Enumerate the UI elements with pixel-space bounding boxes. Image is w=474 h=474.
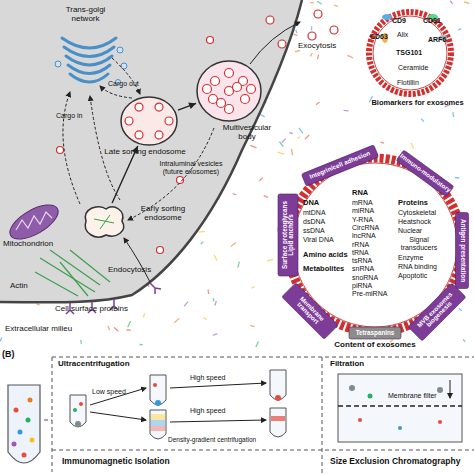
late-endosome: Late sorting endosome <box>120 96 178 146</box>
connector-line <box>112 146 138 203</box>
content-item: ARF6 <box>428 36 446 44</box>
annotation-label: Immunomagnetic Isolation <box>62 457 170 467</box>
content-item: tsRNA <box>352 257 372 265</box>
membrane-band: Tetraspanins <box>349 327 401 339</box>
annotation-label: Extracellular milieu <box>5 325 100 334</box>
content-item: CD63 <box>370 33 388 41</box>
content-item: snoRNA <box>352 274 378 282</box>
annotation-label: Intraluminal vesicles (future exosomes) <box>150 160 232 176</box>
annotation-label: High speed <box>190 407 225 415</box>
arrow-head <box>188 103 196 110</box>
content-item: Alix <box>397 31 408 39</box>
filtration-vessel <box>338 374 462 442</box>
centrifuge-tubes <box>70 370 286 439</box>
annotation-label: Cell surface proteins <box>55 305 150 314</box>
content-item: rRNA <box>352 241 369 249</box>
arrow-head <box>132 146 138 154</box>
content-item: Proteins <box>398 199 428 207</box>
content-item: DNA <box>303 199 319 207</box>
annotation-label: Density-gradient centrifugation <box>168 436 318 443</box>
annotation-label: Mitochondrion <box>3 240 65 249</box>
plasma-membrane <box>0 0 302 302</box>
node-heading: Late sorting endosome <box>95 148 195 157</box>
content-item: CircRNA <box>352 224 379 232</box>
band-label: Antigen presentation <box>456 212 469 288</box>
content-item: TSG101 <box>396 49 422 57</box>
multivesicular-body: Multivesicular body <box>196 60 262 122</box>
membrane-band: Surface proteoglycans Lipid anchors <box>278 194 298 276</box>
content-item: Amino acids <box>303 251 348 259</box>
annotation-label: Trans-golgi network <box>58 6 113 24</box>
annotation-label: Actin <box>10 282 40 291</box>
annotation-label: Ultracentrifugation <box>58 360 153 369</box>
content-item: Signal transducers <box>398 236 440 252</box>
trafficking-arrows <box>63 22 300 282</box>
node-heading: Early sorting endosome <box>132 205 194 223</box>
trafficking-arrow <box>112 146 138 203</box>
content-item: Apoptotic <box>398 272 427 280</box>
exosome-content-circle: Content of exosomesDNAmtDNAdsDNAssDNAVir… <box>283 153 467 337</box>
node-outline <box>80 203 128 239</box>
annotation-label: Cargo in <box>56 112 92 120</box>
content-item: CD81 <box>423 17 441 25</box>
annotation-label: High speed <box>190 374 225 382</box>
node-heading: Biomarkers for exosomes <box>370 99 465 107</box>
node-outline <box>196 60 262 122</box>
annotation-label: Cargo out <box>108 80 148 88</box>
content-item: Cytoskeletal <box>398 209 436 217</box>
actin-filaments <box>35 250 110 296</box>
annotation-label: Size Exclusion Chromatography <box>330 457 460 467</box>
exosome-biomarker-circle: Biomarkers for exosomesCD9CD81CD63AlixAR… <box>365 8 455 98</box>
content-item: lncRNA <box>352 232 376 240</box>
golgi-vesicles <box>55 47 127 85</box>
extracellular-particles <box>0 1 469 348</box>
band-label: Surface proteoglycans Lipid anchors <box>278 194 298 276</box>
content-item: RNA binding <box>398 263 437 271</box>
content-item: mtDNA <box>303 209 326 217</box>
panel-b-background <box>0 347 474 474</box>
panel-dividers <box>44 357 474 474</box>
content-item: Metabolites <box>303 265 344 273</box>
membrane-band: Antigen presentation <box>456 212 469 288</box>
content-item: Y-RNA <box>352 216 373 224</box>
band-label: Tetraspanins <box>349 327 401 339</box>
content-item: Viral DNA <box>303 236 334 244</box>
content-item: miRNA <box>352 207 374 215</box>
cytoplasm <box>0 0 302 302</box>
node-heading: Content of exosomes <box>313 341 437 350</box>
golgi-stack <box>62 38 116 82</box>
annotation-label: Membrane filter <box>388 392 437 400</box>
content-item: mRNA <box>352 199 373 207</box>
content-item: dsDNA <box>303 218 325 226</box>
centrifuge-arrows <box>90 383 266 422</box>
content-item: Nuclear <box>398 227 422 235</box>
content-item: Pre-miRNA <box>352 290 387 298</box>
content-item: ssDNA <box>303 227 325 235</box>
panel-letter: (B) <box>2 349 15 359</box>
content-item: RNA <box>352 189 368 197</box>
node-outline <box>120 96 178 146</box>
annotation-label: Endocytosis <box>108 266 163 275</box>
content-item: piRNA <box>352 282 372 290</box>
trafficking-arrow <box>178 103 196 111</box>
content-item: Flotillin <box>397 79 419 87</box>
content-item: Ceramide <box>398 64 428 72</box>
annotation-label: Filtration <box>330 360 364 369</box>
connector-line <box>178 103 196 110</box>
tube-particles <box>73 383 285 431</box>
content-item: Enzyme <box>398 254 423 262</box>
content-item: snRNA <box>352 265 374 273</box>
annotation-label: Low speed <box>92 388 126 396</box>
sample-tube <box>8 385 40 463</box>
content-item: Heatshock <box>398 218 431 226</box>
content-item: CD9 <box>392 17 406 25</box>
content-item: tRNA <box>352 249 369 257</box>
early-endosome: Early sorting endosome <box>80 203 128 239</box>
annotation-label: Exocytosis <box>298 42 350 51</box>
mitochondrion <box>5 198 64 246</box>
node-heading: Multivesicular body <box>222 124 272 142</box>
